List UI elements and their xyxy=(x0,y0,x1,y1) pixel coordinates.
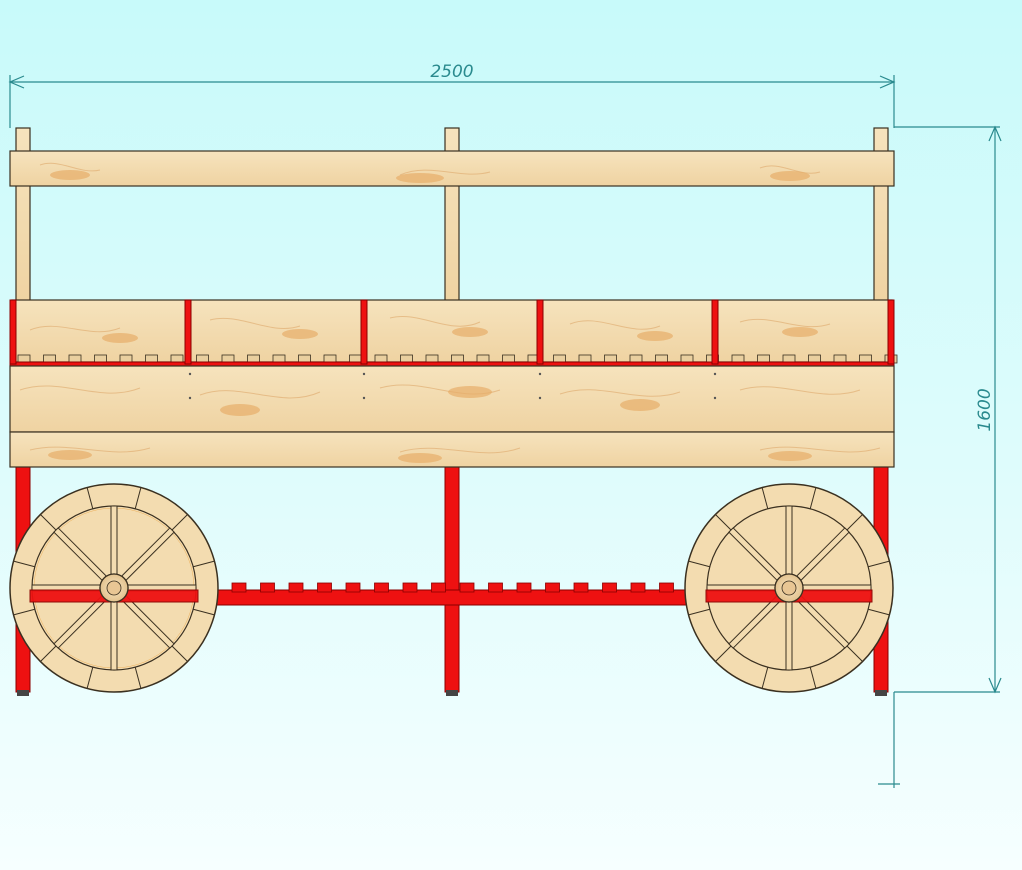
crate-lower xyxy=(9,365,895,468)
height-dimension-label: 1600 xyxy=(975,388,995,431)
canopy-beam xyxy=(9,150,895,187)
height-dimension: 1600 xyxy=(878,125,1002,788)
bottom-shelf-slats xyxy=(231,582,674,593)
width-dimension: 2500 xyxy=(8,62,896,128)
crate-upper xyxy=(9,299,898,368)
crate-slat-row xyxy=(17,354,898,364)
rail-through-wheels xyxy=(29,573,873,603)
width-dimension-label: 2500 xyxy=(430,62,473,82)
frame-leg-center xyxy=(444,465,460,693)
